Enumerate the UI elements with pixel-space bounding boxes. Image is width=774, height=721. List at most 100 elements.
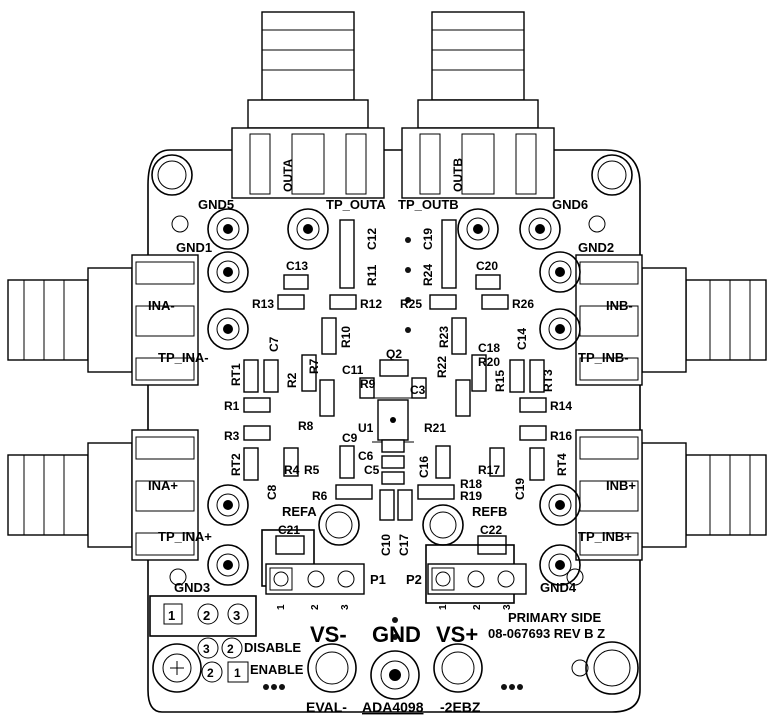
ref-r8: R8 [298,419,314,433]
label-tp-ina-minus: TP_INA- [158,350,209,365]
sma-connector-outb [401,11,555,199]
label-gnd5: GND5 [198,197,234,212]
ref-r21: R21 [424,421,446,435]
ref-r12: R12 [360,297,382,311]
p1-pin-1: 1 [276,604,287,610]
pad-gnd3 [207,544,249,586]
sma-connector-ina-minus [7,254,199,386]
jumper-pin-1: 1 [168,608,175,623]
ref-r16: R16 [550,429,572,443]
ref-r24: R24 [421,264,435,286]
ref-c16: C16 [417,456,431,478]
label-inb-minus: INB- [606,298,633,313]
small-hole [588,215,606,233]
ref-r10: R10 [339,326,353,348]
label-ina-plus: INA+ [148,478,178,493]
ic-u1 [372,397,414,443]
jumper-label-2b: 2 [207,666,214,680]
label-tp-inb-plus: TP_INB+ [578,529,632,544]
ref-u1: U1 [358,421,374,435]
pad-tp-inb-minus [539,308,581,350]
ref-c9: C9 [342,431,358,445]
label-enable: ENABLE [250,662,304,677]
ref-c21: C21 [278,523,300,537]
label-part-number: ADA4098 [362,699,424,715]
mounting-hole-top-left [151,154,193,196]
small-hole [171,215,189,233]
ref-c10: C10 [379,534,393,556]
label-tp-ina-plus: TP_INA+ [158,529,212,544]
small-hole [169,568,187,586]
ref-c13: C13 [286,259,308,273]
jumper-label-2a: 2 [227,642,234,656]
label-gnd1: GND1 [176,240,212,255]
jumper-block [149,595,257,683]
ref-c8: C8 [265,484,279,500]
ref-r15: R15 [493,370,507,392]
label-inb-plus: INB+ [606,478,636,493]
pad-vs-plus [433,643,483,693]
connector-label-outa: OUTA [281,159,295,192]
label-eval-prefix: EVAL- [306,699,347,715]
small-hole [571,659,589,677]
ref-r20: R20 [478,355,500,369]
label-vs-plus: VS+ [436,622,478,647]
pad-gnd1 [207,251,249,293]
ref-r2: R2 [285,372,299,388]
label-p1: P1 [370,572,386,587]
sma-connector-inb-minus [575,254,767,386]
pad-vs-minus [307,643,357,693]
label-revision: 08-067693 REV B Z [488,626,605,641]
ref-c17: C17 [397,534,411,556]
ref-r25: R25 [400,297,422,311]
pad-refb [422,504,464,546]
ref-r14: R14 [550,399,572,413]
label-gnd-power: GND [372,622,421,647]
ref-rt3: RT3 [541,369,555,392]
label-gnd6: GND6 [552,197,588,212]
jumper-pin-2: 2 [203,608,210,623]
pad-tp-outa [287,208,329,250]
ref-c6: C6 [358,449,374,463]
via-cluster [263,237,523,690]
ref-c12: C12 [365,228,379,250]
ref-q2: Q2 [386,347,402,361]
board-outline [147,149,641,713]
pad-tp-ina-minus [207,308,249,350]
pad-gnd4 [539,544,581,586]
p1-pin-3: 3 [340,604,351,610]
pad-tp-inb-plus [539,484,581,526]
pad-tp-outb [457,208,499,250]
ref-c3: C3 [410,383,426,397]
ref-r4: R4 [284,463,300,477]
label-p2: P2 [406,572,422,587]
label-tp-inb-minus: TP_INB- [578,350,629,365]
label-refa: REFA [282,504,317,519]
pad-tp-ina-plus [207,484,249,526]
ref-c7: C7 [267,336,281,352]
pad-gnd2 [539,251,581,293]
sma-connector-outa [231,11,385,199]
ref-c20: C20 [476,259,498,273]
ref-r26: R26 [512,297,534,311]
ref-r13: R13 [252,297,274,311]
jumper-pin-3: 3 [233,608,240,623]
label-gnd2: GND2 [578,240,614,255]
p2-pin-2: 2 [472,604,483,610]
label-gnd4: GND4 [540,580,577,595]
ref-r19: R19 [460,489,482,503]
ref-c22: C22 [480,523,502,537]
jumper-label-3: 3 [203,642,210,656]
sma-connector-ina-plus [7,429,199,561]
ref-c19-top: C19 [421,228,435,250]
p2-pin-3: 3 [502,604,513,610]
ref-r18: R18 [460,477,482,491]
ref-r9: R9 [360,377,376,391]
small-hole [566,568,584,586]
label-disable: DISABLE [244,640,301,655]
ref-r6: R6 [312,489,328,503]
label-primary-side: PRIMARY SIDE [508,610,602,625]
ref-c19-right: C19 [513,478,527,500]
sma-connector-inb-plus [575,429,767,561]
